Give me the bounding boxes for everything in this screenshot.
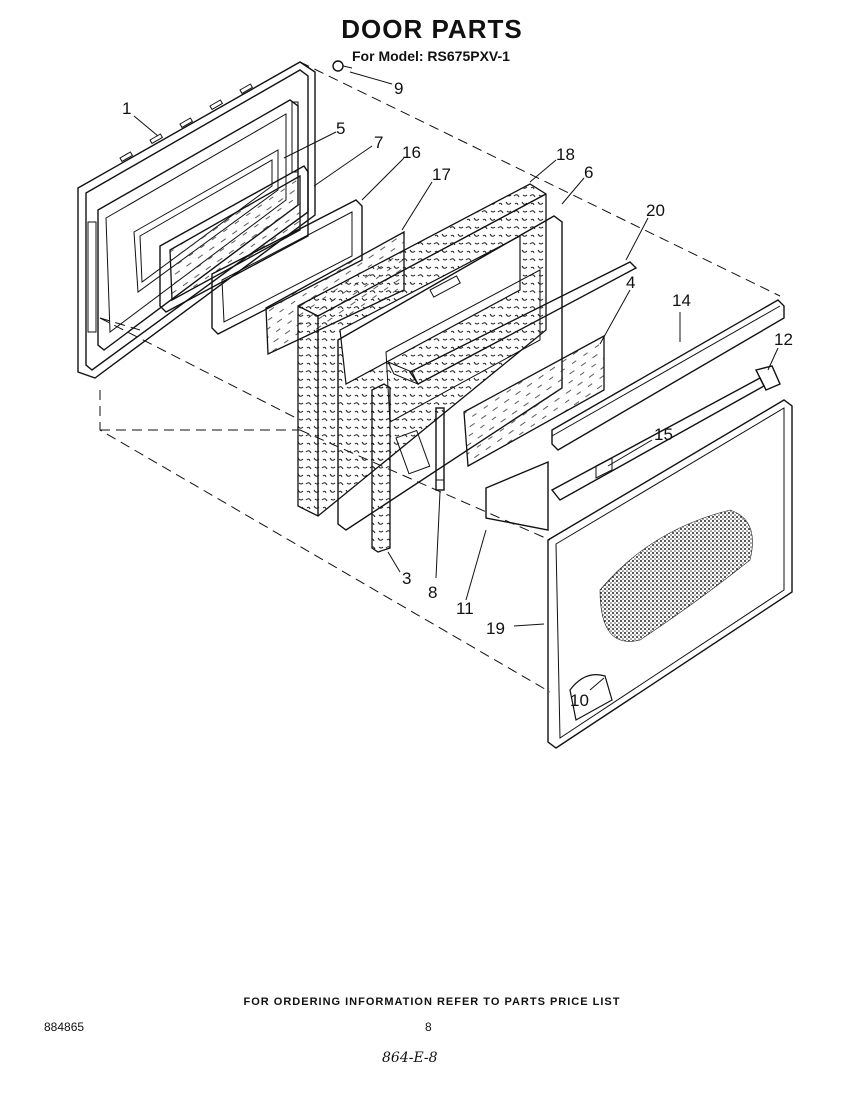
callout-18: 18: [556, 145, 575, 164]
model-subtitle: For Model: RS675PXV-1: [352, 48, 510, 64]
screw-part: [332, 60, 353, 72]
page-title: DOOR PARTS: [341, 14, 523, 44]
door-trim-strip: [551, 299, 785, 451]
door-insulation: [297, 183, 547, 517]
inner-glass: [159, 165, 309, 313]
callout-4: 4: [626, 273, 635, 292]
callout-16: 16: [402, 143, 421, 162]
callout-19: 19: [486, 619, 505, 638]
document-number: 884865: [44, 1020, 85, 1034]
callout-labels: 1 5 7 16 17 18 6 20 9 4 14 12 15 3 8 11 …: [122, 79, 793, 710]
callout-14: 14: [672, 291, 691, 310]
hinge-bracket: [435, 407, 445, 491]
side-channel: [371, 383, 431, 553]
page-number: 8: [425, 1020, 432, 1034]
ordering-note: FOR ORDERING INFORMATION REFER TO PARTS …: [243, 996, 621, 1008]
hinge-slot: [595, 457, 613, 479]
callout-20: 20: [646, 201, 665, 220]
callout-3: 3: [402, 569, 411, 588]
callout-9: 9: [394, 79, 403, 98]
callout-6: 6: [584, 163, 593, 182]
callout-11: 11: [456, 599, 474, 618]
callout-8: 8: [428, 583, 437, 602]
callout-15: 15: [654, 425, 673, 444]
callout-leaders: [133, 71, 779, 691]
handwritten-code: 864-E-8: [382, 1050, 438, 1066]
vent-channel: [485, 460, 549, 531]
callout-1: 1: [122, 99, 131, 118]
callout-17: 17: [432, 165, 451, 184]
outer-door-panel: [547, 399, 793, 749]
outer-window-glass: [463, 334, 605, 468]
callout-10: 10: [570, 691, 589, 710]
callout-12: 12: [774, 330, 793, 349]
baffle-strip: [386, 261, 638, 385]
callout-7: 7: [374, 133, 383, 152]
door-handle: [550, 365, 781, 501]
callout-5: 5: [336, 119, 345, 138]
